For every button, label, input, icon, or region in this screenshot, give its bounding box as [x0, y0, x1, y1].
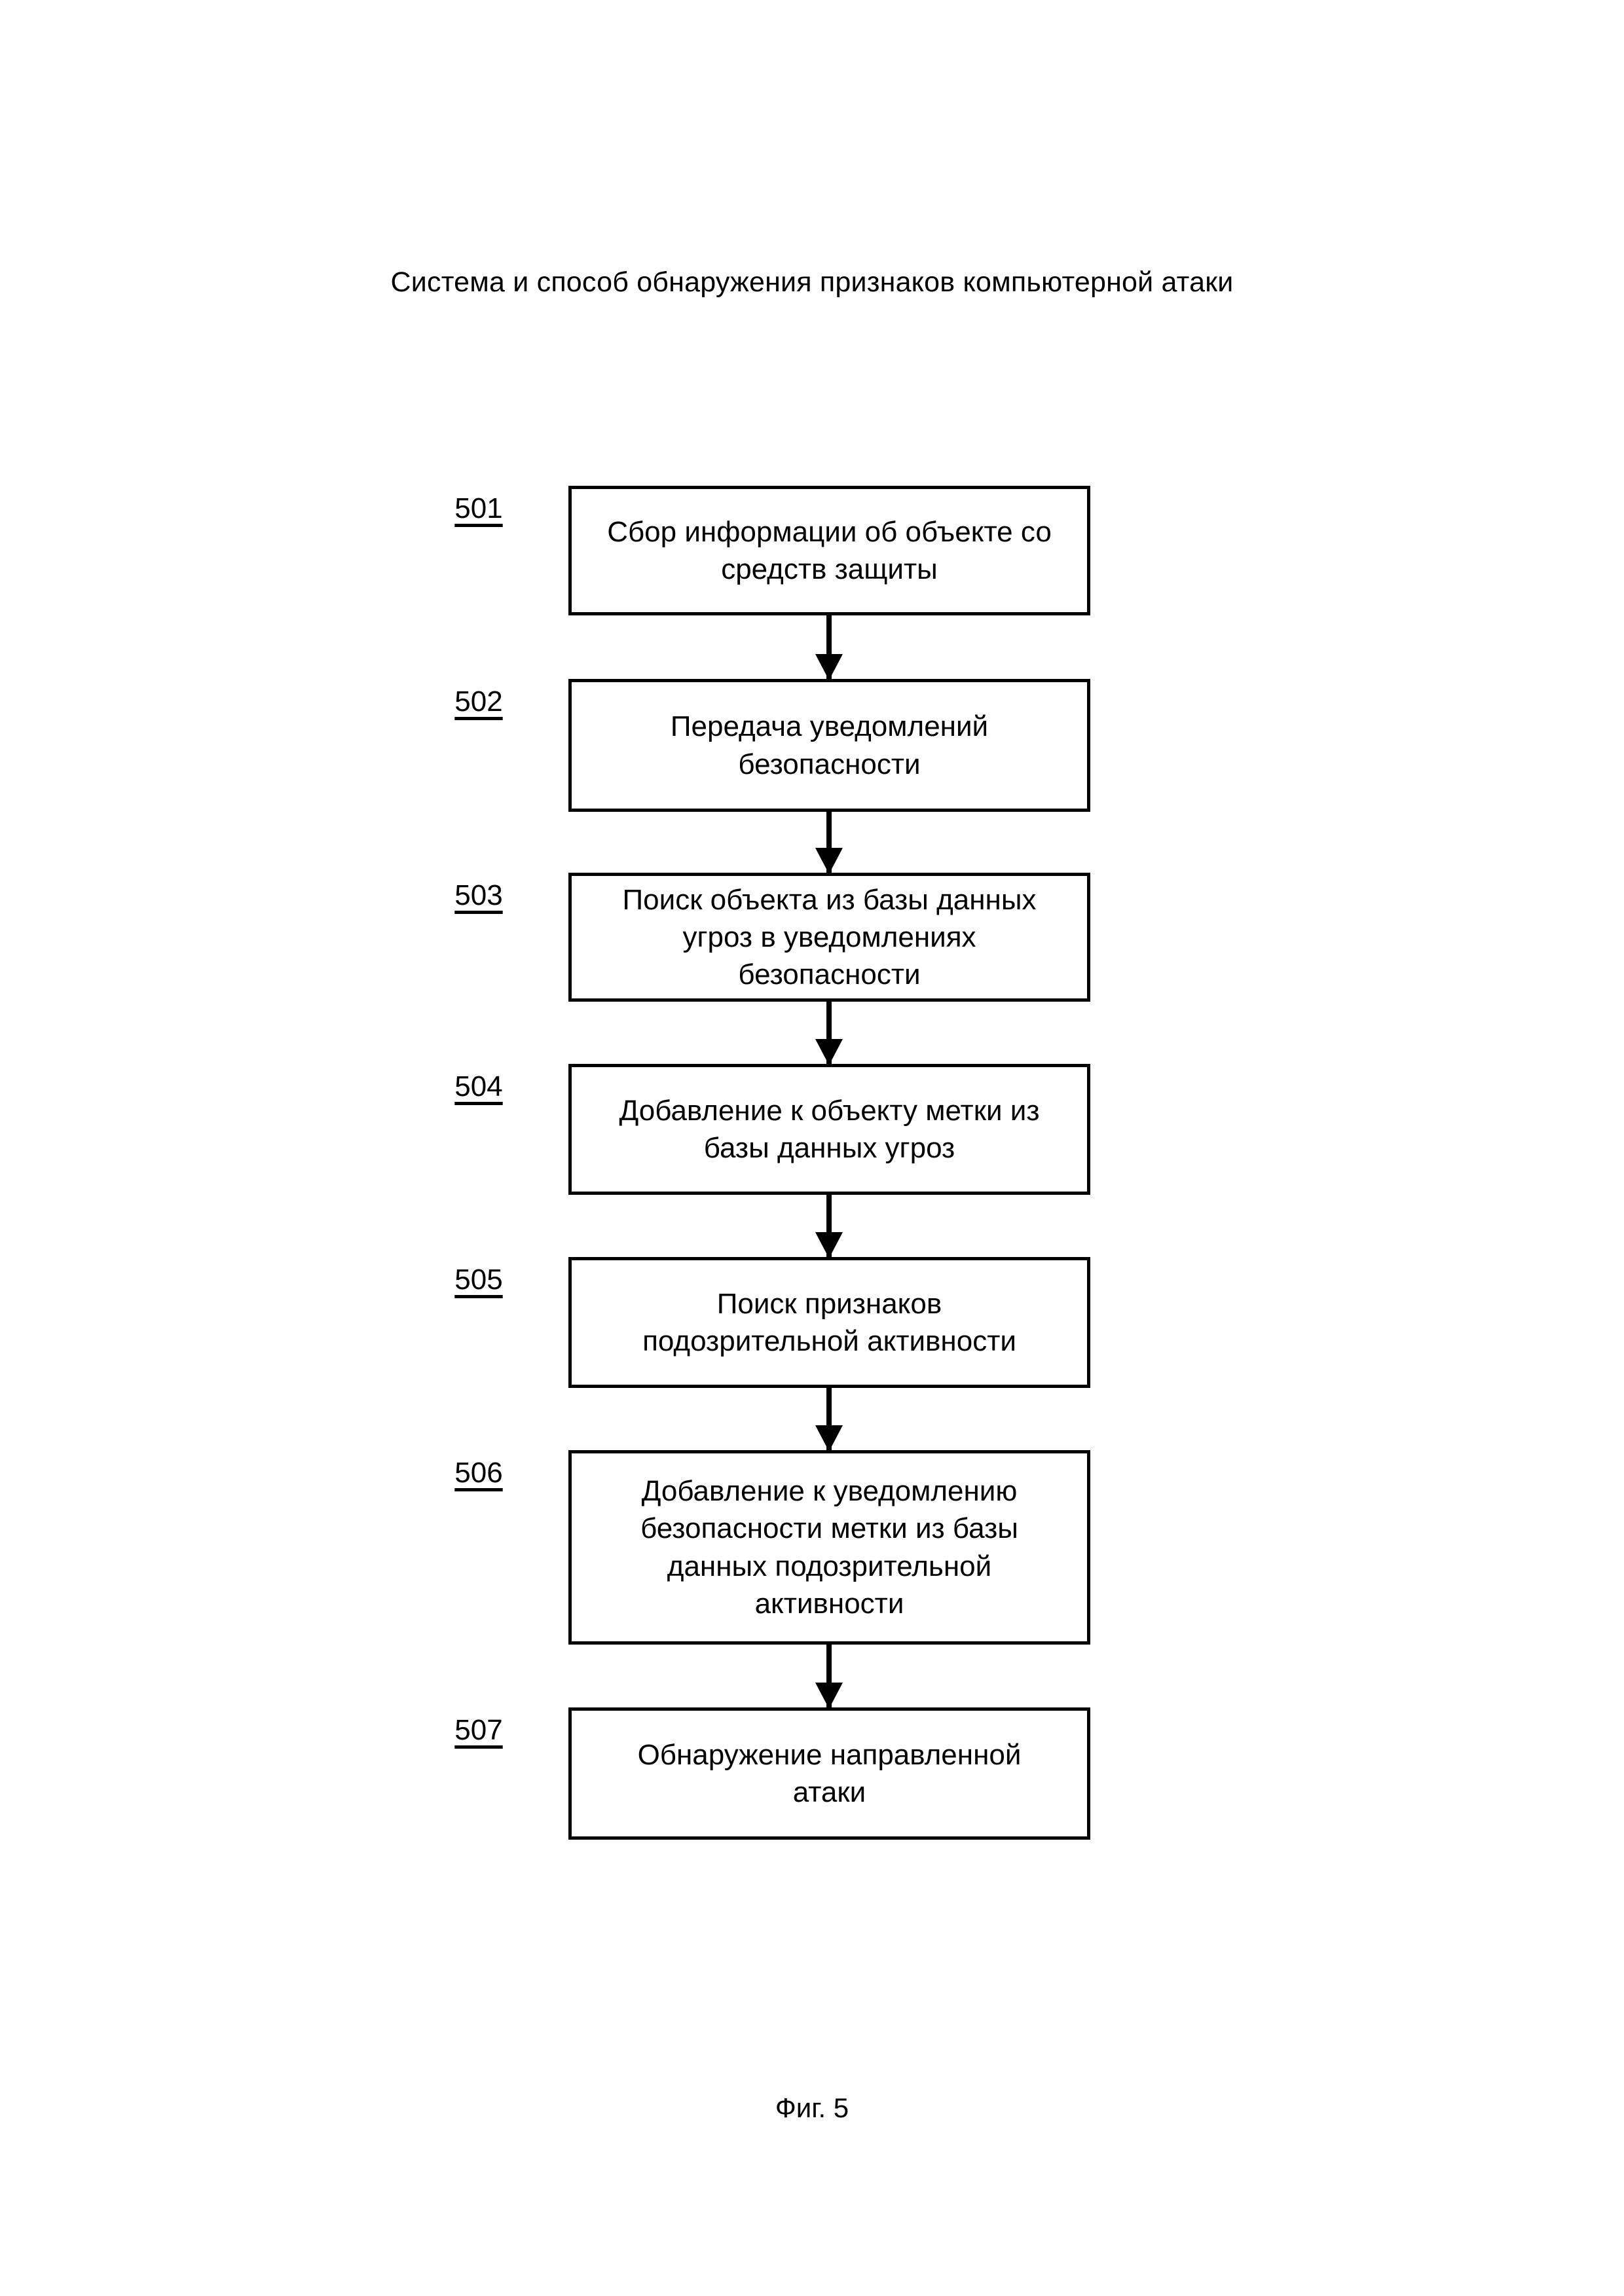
process-box[interactable]: Сбор информации об объекте со средств за…	[568, 486, 1090, 615]
connector-arrow-505-506	[826, 1388, 832, 1450]
connector-arrow-502-503	[826, 812, 832, 873]
step-reference-numeral: 501	[454, 492, 503, 524]
process-box[interactable]: Поиск объекта из базы данных угроз в уве…	[568, 873, 1090, 1002]
page-title: Система и способ обнаружения признаков к…	[390, 266, 1234, 298]
process-box-label: Сбор информации об объекте со средств за…	[607, 515, 1052, 585]
process-box-label: Добавление к объекту метки из базы данны…	[619, 1094, 1040, 1164]
process-box[interactable]: Поиск признаков подозрительной активност…	[568, 1257, 1090, 1388]
process-box-label: Передача уведомлений безопасности	[670, 710, 989, 780]
step-reference-numeral: 503	[454, 879, 503, 911]
process-box[interactable]: Добавление к объекту метки из базы данны…	[568, 1064, 1090, 1195]
process-box-label: Поиск признаков подозрительной активност…	[642, 1287, 1016, 1357]
connector-arrow-501-502	[826, 615, 832, 679]
step-reference-numeral: 502	[454, 685, 503, 718]
step-reference-numeral: 505	[454, 1264, 503, 1296]
step-reference-numeral: 507	[454, 1714, 503, 1746]
connector-arrow-503-504	[826, 1002, 832, 1064]
step-reference-numeral: 506	[454, 1457, 503, 1489]
process-box[interactable]: Передача уведомлений безопасности	[568, 679, 1090, 812]
step-reference-numeral: 504	[454, 1070, 503, 1102]
process-box-label: Обнаружение направленной атаки	[637, 1738, 1022, 1808]
process-box-label: Поиск объекта из базы данных угроз в уве…	[622, 883, 1037, 991]
figure-caption: Фиг. 5	[775, 2092, 849, 2123]
process-box[interactable]: Обнаружение направленной атаки	[568, 1707, 1090, 1840]
connector-arrow-506-507	[826, 1645, 832, 1707]
process-box[interactable]: Добавление к уведомлению безопасности ме…	[568, 1450, 1090, 1645]
connector-arrow-504-505	[826, 1195, 832, 1257]
process-box-label: Добавление к уведомлению безопасности ме…	[640, 1475, 1018, 1620]
